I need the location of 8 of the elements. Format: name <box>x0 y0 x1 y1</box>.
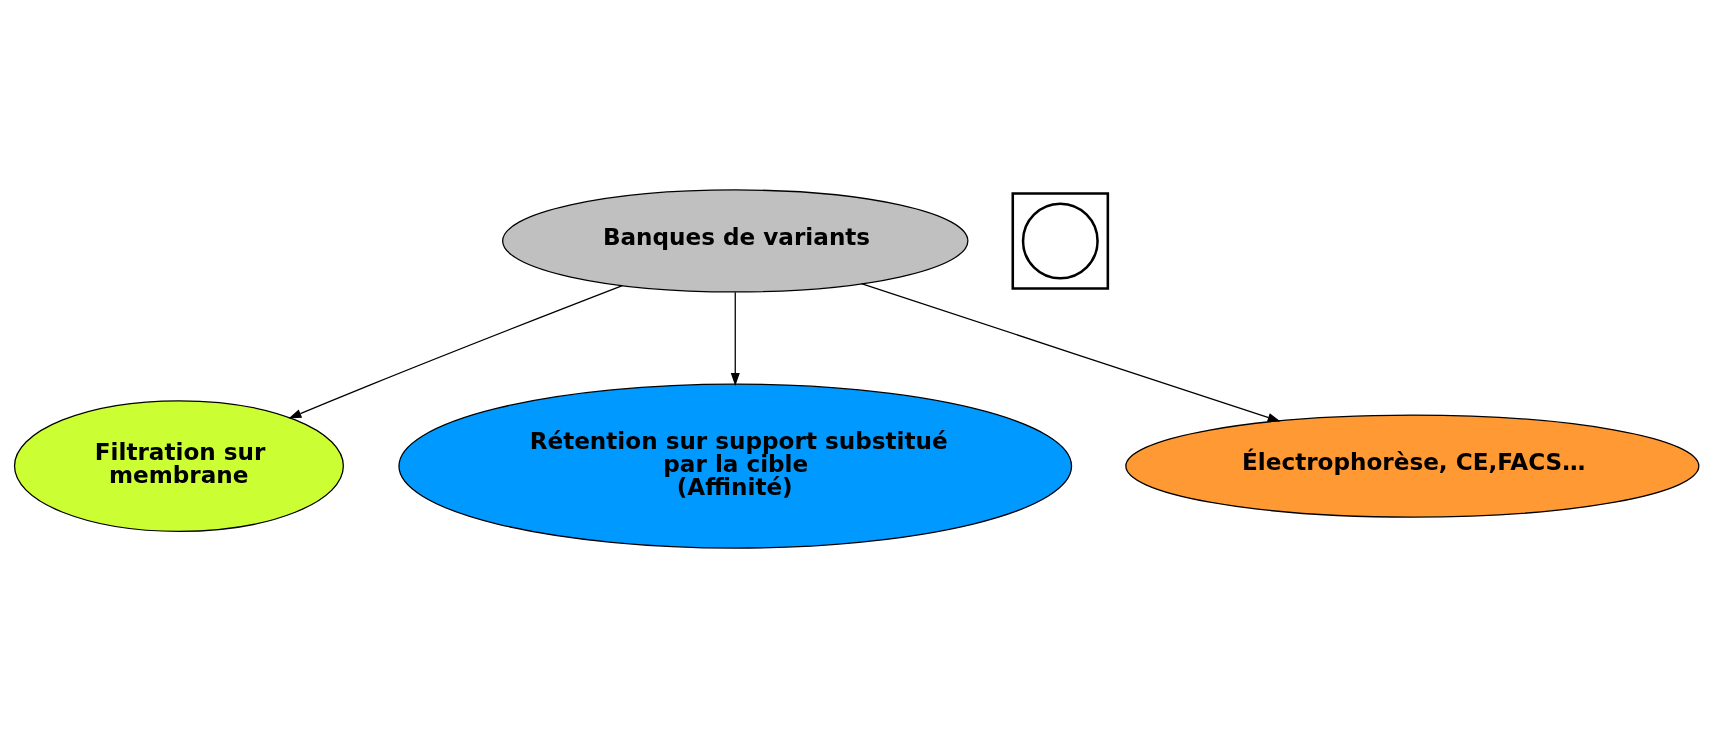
cluster <box>1011 191 1109 290</box>
arrow <box>730 291 740 386</box>
node-ellipse: Rétention sur support substitué par la cible (Affinité) <box>397 383 1072 549</box>
arrow <box>288 284 623 419</box>
node-ellipse: Banques de variants <box>501 188 968 293</box>
node-circle <box>1021 201 1099 279</box>
node-ellipse: Filtration sur membrane <box>13 399 344 532</box>
arrow <box>860 282 1281 422</box>
